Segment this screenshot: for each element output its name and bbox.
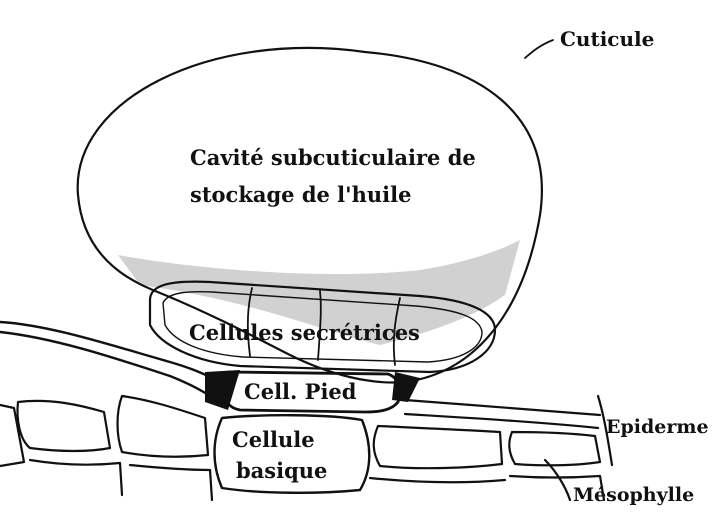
basal-cell-label-line1: Cellule — [232, 427, 315, 452]
mesophyll-layer — [370, 426, 604, 500]
epidermis-label: Epiderme — [606, 416, 709, 438]
foot-cell-label: Cell. Pied — [244, 379, 357, 404]
cavity-label-line1: Cavité subcuticulaire de — [190, 145, 476, 170]
secretory-cells-label: Cellules secrétrices — [189, 320, 420, 345]
cavity-label-line2: stockage de l'huile — [190, 182, 411, 207]
cuticle-leader-line — [525, 40, 553, 58]
basal-cell-label-line2: basique — [236, 458, 327, 483]
cuticle-label: Cuticule — [560, 27, 654, 51]
mesophyll-label: Mésophylle — [573, 484, 694, 506]
